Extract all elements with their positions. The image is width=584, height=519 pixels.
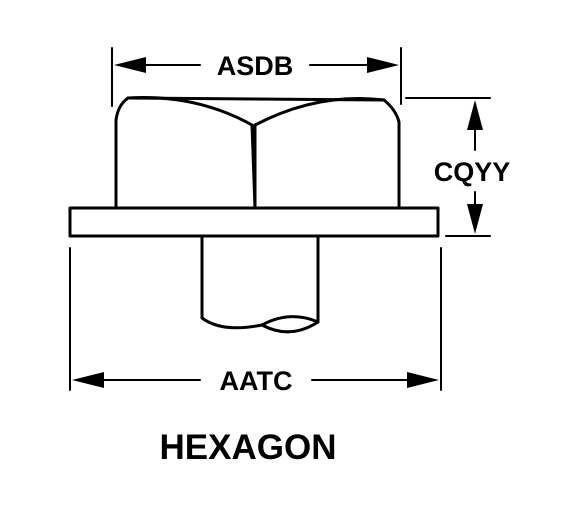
cqyy-label: CQYY <box>434 157 511 187</box>
asdb-arrow-right <box>367 57 399 73</box>
diagram-caption: HEXAGON <box>160 428 337 467</box>
aatc-dimension: AATC <box>69 247 442 396</box>
aatc-arrow-left <box>72 372 104 388</box>
asdb-dimension: ASDB <box>111 47 402 107</box>
shank-break-line <box>260 320 320 334</box>
cqyy-dimension: CQYY <box>405 97 511 237</box>
hex-left-face <box>114 96 257 210</box>
threaded-shank <box>200 234 320 334</box>
aatc-label: AATC <box>220 366 293 396</box>
flange-washer <box>68 206 440 238</box>
asdb-label: ASDB <box>217 51 294 81</box>
cqyy-arrow-bottom <box>467 204 483 234</box>
aatc-arrow-right <box>407 372 439 388</box>
hex-right-face <box>253 96 401 210</box>
asdb-arrow-left <box>114 57 146 73</box>
shank-outline <box>200 234 320 330</box>
hex-top-chamfer-edge <box>126 96 386 102</box>
hex-nut-body <box>114 96 401 210</box>
cqyy-arrow-top <box>467 100 483 130</box>
